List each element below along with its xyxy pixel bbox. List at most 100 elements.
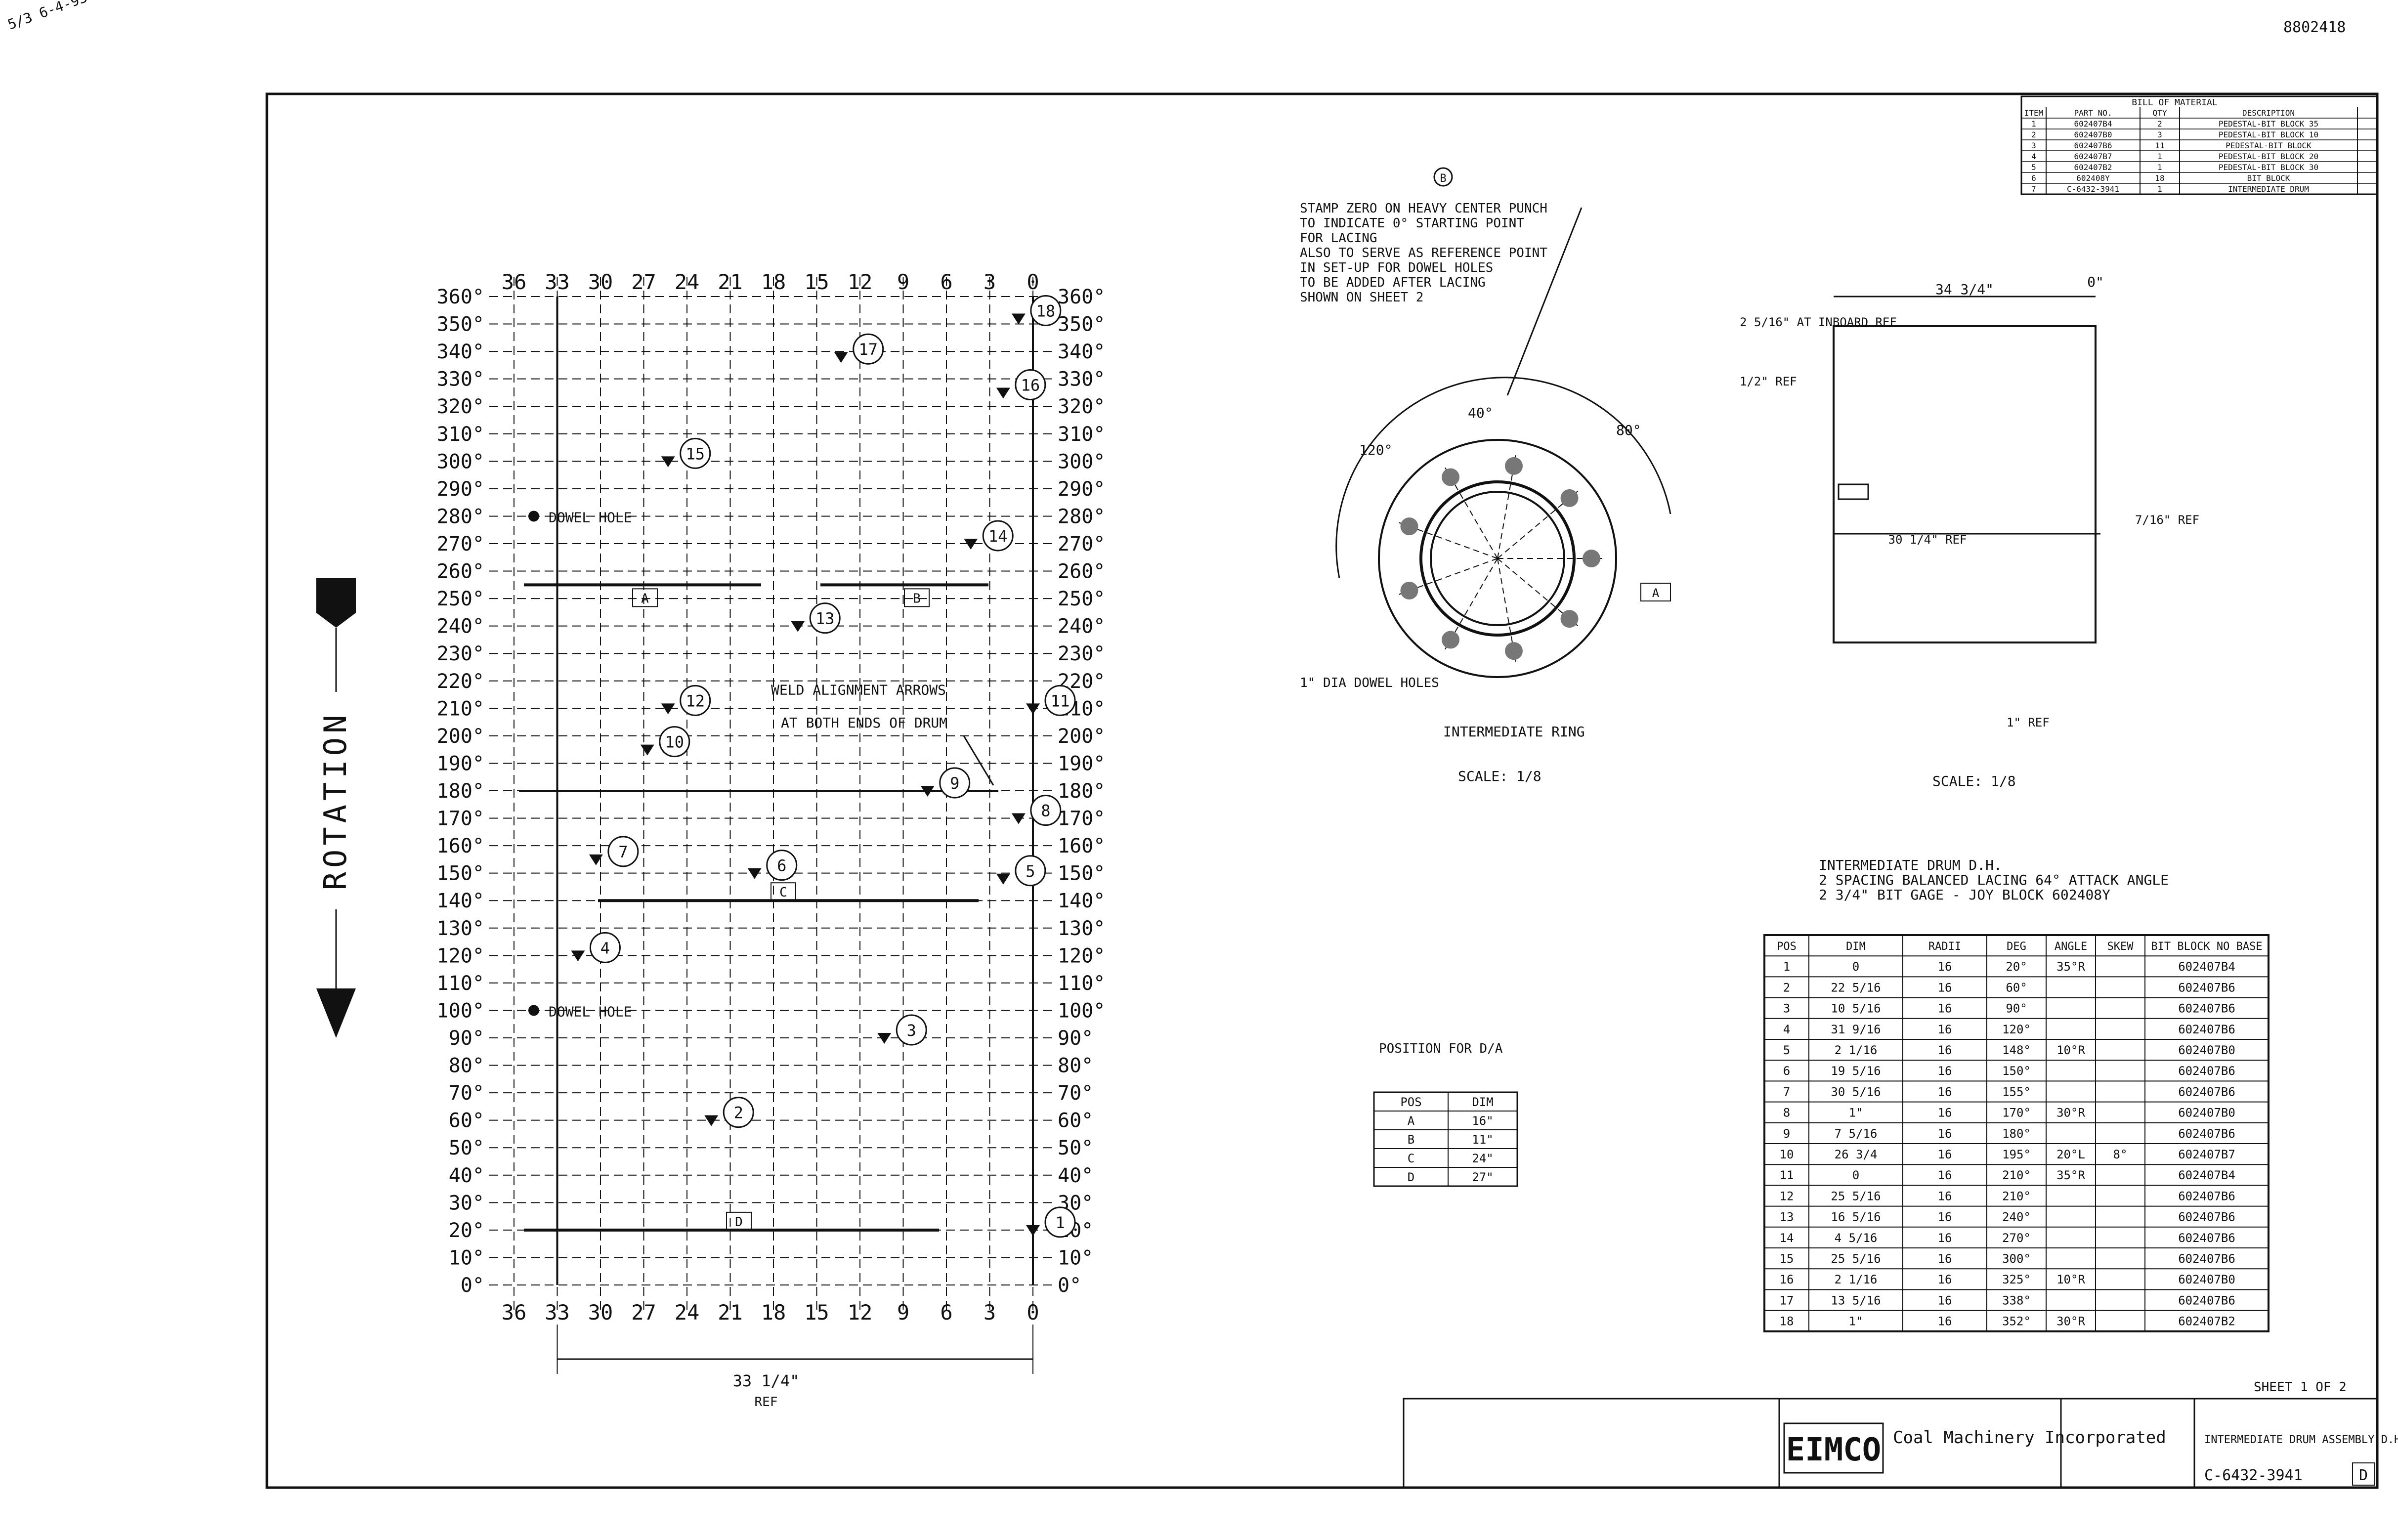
bom-cell: PEDESTAL-BIT BLOCK 20: [2219, 152, 2318, 161]
deg-tick-right: 60°: [1058, 1110, 1093, 1132]
lacing-cell: 22 5/16: [1831, 981, 1881, 994]
deg-tick-right: 120°: [1058, 944, 1105, 967]
lacing-cell: 5: [1783, 1043, 1790, 1057]
lacing-cell: 13: [1780, 1210, 1794, 1224]
deg-tick-left: 220°: [437, 670, 484, 693]
lacing-cell: 155°: [2002, 1085, 2031, 1099]
deg-tick-right: 190°: [1058, 752, 1105, 775]
bit-block-marker: [589, 854, 603, 865]
lacing-cell: 8°: [2113, 1148, 2128, 1161]
bar-C-tag: [771, 882, 796, 901]
deg-tick-left: 350°: [437, 313, 484, 336]
lacing-cell: 13 5/16: [1831, 1293, 1881, 1307]
deg-tick-right: 290°: [1058, 478, 1105, 501]
block-balloon: [723, 1097, 754, 1128]
deg-tick-left: 80°: [449, 1055, 484, 1077]
deg-tick-left: 180°: [437, 780, 484, 803]
bit-block-on-ring: [1442, 468, 1459, 486]
sheet-number: SHEET 1 OF 2: [2254, 1380, 2347, 1395]
deg-tick-left: 130°: [437, 917, 484, 940]
lacing-cell: 2: [1783, 981, 1790, 994]
side-dim-top-label: 34 3/4": [1935, 281, 1994, 298]
lacing-cell: 352°: [2002, 1315, 2031, 1328]
block-number: 13: [815, 609, 835, 628]
note-leader: [1506, 207, 1583, 396]
lacing-cell: 4 5/16: [1835, 1231, 1878, 1245]
lacing-cell: 602407B6: [2178, 1252, 2235, 1266]
lacing-cell: 11: [1780, 1168, 1794, 1182]
bom-cell: 3: [2157, 130, 2162, 139]
revision: D: [2359, 1467, 2368, 1484]
lacing-cell: 16: [1938, 1189, 1952, 1203]
bom-cell: 1: [2031, 119, 2036, 128]
block-balloon: [1030, 295, 1062, 326]
lacing-cell: 26 3/4: [1835, 1148, 1878, 1161]
lacing-cell: 300°: [2002, 1252, 2031, 1266]
deg-tick-left: 10°: [449, 1246, 484, 1269]
bit-block-on-ring: [1560, 489, 1579, 507]
bom-header: QTY: [2153, 108, 2167, 118]
lacing-cell: 602407B0: [2178, 1273, 2235, 1286]
block-balloon: [766, 850, 798, 881]
lacing-cell: 16: [1938, 1315, 1952, 1328]
bom-cell: 2: [2031, 130, 2036, 139]
block-number: 14: [988, 527, 1008, 546]
lacing-cell: 170°: [2002, 1106, 2031, 1120]
lacing-cell: 602407B0: [2178, 1106, 2235, 1120]
lacing-cell: 602407B4: [2178, 1168, 2235, 1182]
side-zero: 0": [2087, 274, 2104, 290]
lacing-cell: 16: [1938, 1127, 1952, 1141]
pos-tick-top: 30: [588, 270, 613, 294]
lacing-cell: 16: [1938, 1064, 1952, 1078]
block-balloon: [1044, 1206, 1076, 1238]
bit-block-side: [1838, 483, 1869, 500]
block-balloon: [680, 437, 711, 469]
bar-C-label: C: [779, 885, 787, 900]
lacing-note: 2 3/4" BIT GAGE - JOY BLOCK 602408Y: [1819, 887, 2110, 903]
bit-block-marker: [1011, 313, 1026, 325]
lacing-cell: 148°: [2002, 1043, 2031, 1057]
pos-tick-bottom: 33: [545, 1300, 570, 1325]
bom-cell: INTERMEDIATE DRUM: [2228, 184, 2309, 194]
ring-note-line: IN SET-UP FOR DOWEL HOLES: [1300, 260, 1493, 275]
bit-block-marker: [877, 1033, 892, 1044]
block-balloon: [853, 333, 884, 365]
side-ref5: 1" REF: [2007, 716, 2050, 729]
block-number: 17: [858, 340, 878, 359]
dowel-hole-label: DOWEL HOLE: [549, 1003, 632, 1020]
bom-cell: 602407B7: [2074, 152, 2112, 161]
lacing-cell: 10°R: [2056, 1273, 2085, 1286]
dowel-hole-label: DOWEL HOLE: [549, 509, 632, 525]
ring-bore-inner: [1430, 491, 1565, 626]
pos-tick-top: 15: [804, 270, 829, 294]
lacing-cell: 16: [1938, 1293, 1952, 1307]
lacing-cell: 7 5/16: [1835, 1127, 1878, 1141]
pos-cell: C: [1408, 1152, 1414, 1165]
callout-B-balloon: [1433, 167, 1453, 187]
lacing-cell: 150°: [2002, 1064, 2031, 1078]
lacing-cell: 210°: [2002, 1168, 2031, 1182]
bom-cell: 11: [2155, 141, 2164, 150]
pos-tick-bottom: 12: [848, 1300, 873, 1325]
callout-B: B: [1440, 172, 1446, 185]
pos-tick-top: 18: [761, 270, 786, 294]
bit-block-marker: [661, 703, 675, 715]
lacing-cell: 35°R: [2056, 960, 2085, 974]
ring-note-line: TO BE ADDED AFTER LACING: [1300, 275, 1486, 290]
block-number: 5: [1026, 862, 1035, 881]
bit-block-marker: [1011, 813, 1026, 824]
lacing-cell: 16: [1938, 1106, 1952, 1120]
block-balloon: [1030, 795, 1062, 826]
deg-tick-left: 280°: [437, 505, 484, 528]
lacing-cell: 602407B0: [2178, 1043, 2235, 1057]
rotation-arrow-tail: [316, 578, 356, 628]
margin-note: 5/3 6-4-93: [5, 0, 89, 33]
rev-box: [2352, 1462, 2375, 1486]
deg-tick-right: 310°: [1058, 423, 1105, 446]
block-number: 16: [1021, 376, 1040, 394]
lacing-cell: 16: [1938, 1231, 1952, 1245]
lacing-cell: 16: [1938, 960, 1952, 974]
pos-tick-bottom: 3: [984, 1300, 996, 1325]
